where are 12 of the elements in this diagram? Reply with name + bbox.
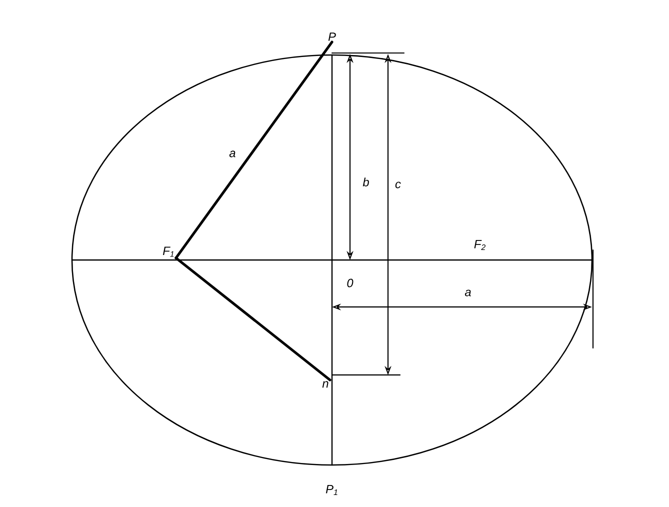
line-segment <box>174 40 334 260</box>
dimension-label: b <box>362 178 369 186</box>
dimension-label: c <box>395 182 401 188</box>
dimension-label: F$_{2}$ <box>474 240 486 250</box>
point-label: F$_{1}$ <box>162 246 174 257</box>
line-segment <box>174 256 332 382</box>
point-label: n <box>322 381 328 388</box>
dimension-label: a <box>464 290 471 296</box>
edge-label: a <box>229 150 236 158</box>
dimension-label: 0 <box>347 278 354 288</box>
dimension-label: P$_{1}$ <box>326 484 338 495</box>
point-label: P <box>328 32 336 41</box>
